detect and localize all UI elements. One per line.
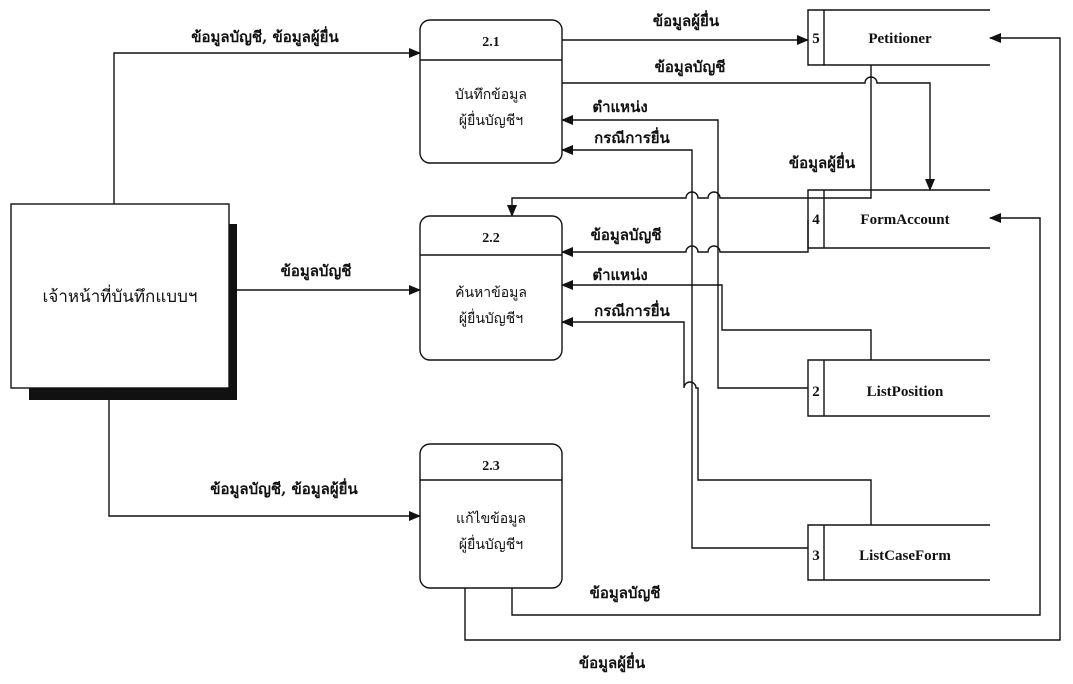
store-listposition: 2 ListPosition [807, 359, 990, 417]
flow-2-3-to-formaccount [511, 213, 1041, 616]
flow-listcaseform-to-2-1 [561, 145, 808, 549]
store-formaccount: 4 FormAccount [807, 189, 990, 249]
flow-listposition-to-2-2 [561, 280, 872, 360]
entity-label: เจ้าหน้าที่บันทึกแบบฯ [43, 284, 198, 307]
process-label-line2: ผู้ยื่นบัญชีฯ [459, 309, 523, 327]
store-petitioner: 5 Petitioner [807, 9, 990, 66]
store-listcaseform: 3 ListCaseForm [807, 524, 990, 581]
flow-label: ข้อมูลผู้ยื่น [579, 652, 646, 673]
store-number: 5 [812, 31, 820, 47]
flow-label: ข้อมูลบัญชี, ข้อมูลผู้ยื่น [191, 26, 339, 47]
flow-label: ข้อมูลบัญชี [655, 58, 726, 77]
flow-label: ข้อมูลบัญชี, ข้อมูลผู้ยื่น [210, 478, 358, 499]
process-2-3: 2.3 แก้ไขข้อมูล ผู้ยื่นบัญชีฯ [419, 443, 563, 589]
flow-label: ข้อมูลผู้ยื่น [653, 10, 720, 31]
flow-label: กรณีการยื่น [594, 300, 670, 320]
flow-2-3-to-petitioner [464, 33, 1061, 641]
process-label-line2: ผู้ยื่นบัญชีฯ [459, 111, 523, 129]
flow-label: ข้อมูลบัญชี [591, 226, 662, 245]
store-name: Petitioner [868, 31, 932, 47]
flow-label: ตำแหน่ง [592, 266, 647, 284]
process-label-line2: ผู้ยื่นบัญชีฯ [459, 535, 523, 553]
process-id: 2.1 [482, 35, 500, 50]
store-number: 4 [812, 212, 820, 228]
flow-2-1-to-formaccount [562, 76, 935, 191]
flow-listcaseform-to-2-2 [561, 317, 872, 525]
process-2-1: 2.1 บันทึกข้อมูล ผู้ยื่นบัญชีฯ [419, 19, 563, 164]
flow-label: ตำแหน่ง [592, 98, 647, 116]
process-id: 2.2 [482, 231, 500, 246]
external-entity: เจ้าหน้าที่บันทึกแบบฯ [10, 203, 237, 400]
flow-label: กรณีการยื่น [594, 127, 670, 147]
process-label-line1: แก้ไขข้อมูล [456, 510, 526, 527]
flow-formaccount-to-2-2 [561, 220, 809, 257]
flow-listposition-to-2-1 [561, 115, 808, 389]
process-label-line1: บันทึกข้อมูล [455, 87, 527, 103]
flow-entity-to-2-3 [108, 388, 421, 521]
store-name: ListPosition [867, 384, 944, 400]
process-label-line1: ค้นหาข้อมูล [455, 285, 527, 301]
flow-label: ข้อมูลบัญชี [281, 262, 352, 281]
store-number: 3 [812, 548, 820, 564]
flow-label: ข้อมูลผู้ยื่น [789, 152, 856, 173]
flow-label: ข้อมูลบัญชี [590, 584, 661, 603]
process-2-2: 2.2 ค้นหาข้อมูล ผู้ยื่นบัญชีฯ [419, 215, 563, 361]
store-name: FormAccount [860, 212, 949, 228]
flow-entity-to-2-1 [113, 48, 421, 204]
process-id: 2.3 [482, 459, 500, 474]
flow-petitioner-to-2-2 [507, 65, 872, 217]
store-name: ListCaseForm [859, 548, 951, 564]
store-number: 2 [812, 384, 820, 400]
